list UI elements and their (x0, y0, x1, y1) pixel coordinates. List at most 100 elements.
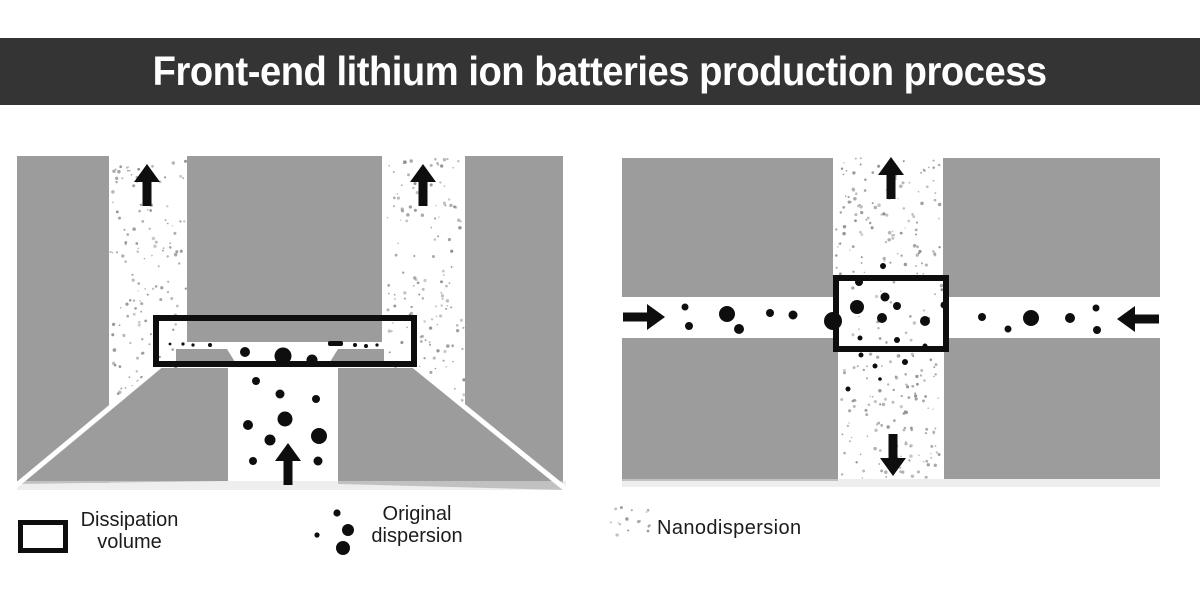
dissipation-label-line2: volume (97, 531, 162, 553)
speckle-dot (139, 299, 141, 302)
speckle-dot (914, 392, 917, 395)
speckle-dot (840, 473, 844, 476)
speckle-dot (914, 264, 918, 268)
nanodispersion-channel-bottom (840, 352, 941, 479)
speckle-dot (435, 315, 438, 318)
speckle-dot (924, 432, 927, 435)
speckle-dot (413, 255, 416, 257)
speckle-dot (860, 256, 863, 259)
speckle-dot (135, 356, 140, 360)
speckle-dot (127, 169, 129, 172)
speckle-dot (909, 338, 913, 342)
speckle-dot (448, 198, 451, 201)
speckle-dot (910, 474, 915, 478)
speckle-dot (880, 365, 883, 368)
speckle-dot (446, 158, 449, 161)
speckle-dot (940, 288, 944, 292)
speckle-dot (416, 281, 420, 285)
speckle-dot (421, 297, 424, 300)
speckle-dot (413, 276, 417, 280)
speckle-dot (148, 227, 151, 231)
nanodispersion-swatch-dots (609, 506, 651, 537)
speckle-dot (431, 255, 435, 258)
speckle-dot (154, 240, 158, 244)
speckle-dot (169, 242, 172, 245)
speckle-dot (179, 220, 182, 223)
speckle-dot (111, 190, 115, 194)
speckle-dot (916, 382, 919, 386)
original-dispersion-swatch-icon (314, 509, 354, 555)
speckle-dot (913, 394, 918, 398)
speckle-dot (865, 413, 869, 417)
speckle-dot (137, 323, 141, 327)
speckle-dot (166, 255, 169, 258)
speckle-dot (903, 426, 907, 430)
speckle-dot (851, 245, 855, 248)
speckle-dot (914, 228, 918, 232)
speckle-dot (154, 285, 158, 288)
dispersion-dot (845, 386, 851, 392)
dissipation-label-line1: Dissipation (80, 509, 179, 531)
speckle-dot (442, 359, 445, 362)
speckle-dot (441, 269, 445, 273)
speckle-dot (852, 270, 855, 273)
speckle-dot (386, 308, 390, 312)
speckle-dot (937, 217, 940, 220)
speckle-dot (430, 226, 433, 229)
speckle-dot (132, 184, 136, 188)
speckle-dot (143, 257, 146, 260)
speckle-dot (443, 274, 445, 276)
speckle-dot (115, 210, 119, 214)
speckle-dot (933, 463, 937, 467)
speckle-dot (440, 280, 443, 284)
speckle-dot (933, 366, 936, 369)
speckle-dot (448, 282, 451, 285)
speckle-dot (423, 278, 427, 283)
speckle-dot (112, 348, 117, 352)
down-arrow-icon (880, 434, 906, 476)
dispersion-dot (931, 275, 935, 279)
speckle-dot (428, 341, 431, 344)
speckle-dot (115, 180, 118, 184)
dissipation-volume-label: Dissipation volume (72, 509, 187, 553)
speckle-dot (852, 366, 856, 369)
speckle-dot (454, 206, 458, 209)
speckle-dot (392, 170, 395, 174)
speckle-dot (452, 166, 454, 169)
left-funnel-wedge (176, 349, 235, 362)
speckle-dot (850, 436, 853, 439)
speckle-dot (900, 395, 903, 398)
speckle-dot (871, 171, 875, 174)
speckle-dot (423, 357, 426, 360)
left-diagonal-gap (9, 363, 163, 492)
dispersion-dot (364, 344, 368, 348)
speckle-dot (870, 226, 874, 230)
speckle-dot (440, 294, 445, 298)
speckle-dot (859, 204, 863, 209)
speckle-dot (855, 461, 858, 464)
speckle-dot (891, 230, 894, 233)
inflow-arrow-left-icon (623, 304, 665, 330)
inflow-arrow-right-icon (1117, 306, 1159, 332)
speckle-dot (880, 213, 883, 216)
speckle-dot (875, 423, 879, 426)
dispersion-dot (894, 337, 900, 343)
speckle-dot (440, 304, 443, 307)
speckle-dot (462, 326, 465, 329)
speckle-dot (445, 366, 447, 368)
speckle-dot (866, 435, 869, 438)
original-dispersion-dots (243, 377, 327, 466)
speckle-dot (911, 384, 915, 388)
speckle-dot (877, 421, 881, 425)
speckle-dot (407, 173, 410, 177)
center-block (187, 156, 382, 342)
dispersion-dot (893, 275, 897, 279)
speckle-dot (162, 247, 165, 249)
dispersion-dot (353, 343, 357, 347)
speckle-dot (911, 213, 914, 216)
speckle-dot (908, 181, 911, 184)
speckle-dot (173, 231, 177, 235)
speckle-dot (877, 164, 881, 168)
speckle-dot (871, 395, 874, 398)
speckle-dot (882, 212, 886, 216)
